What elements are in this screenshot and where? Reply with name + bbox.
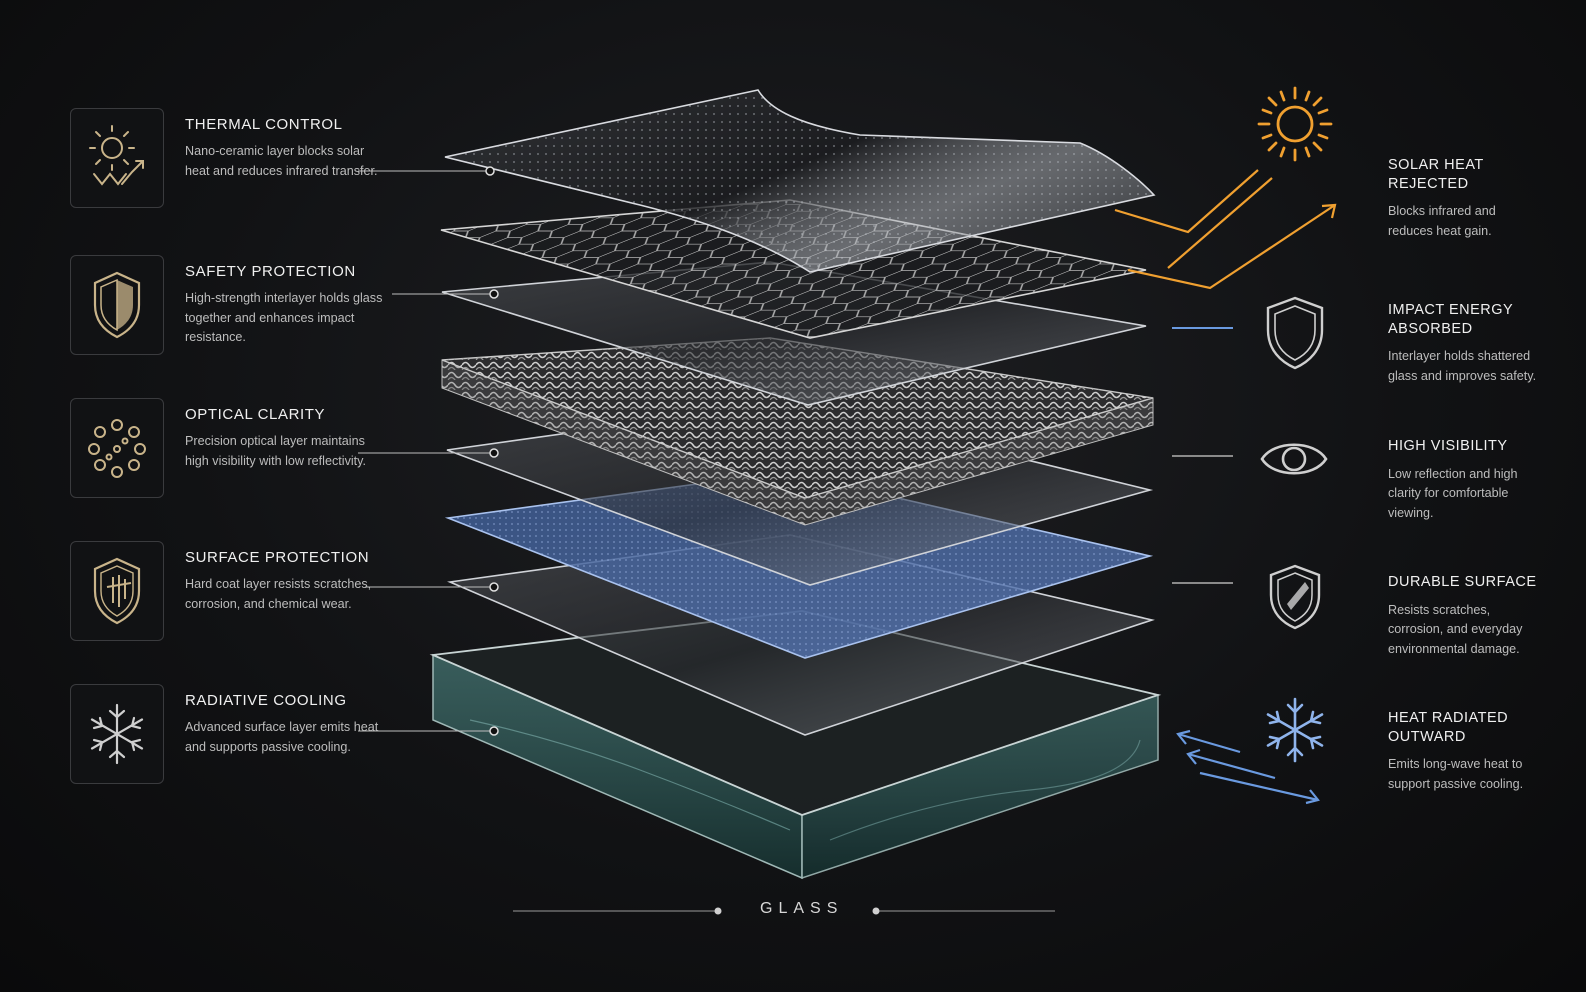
benefit-durable-surface: DURABLE SURFACE Resists scratches, corro… (1388, 573, 1568, 659)
shield-icon (70, 255, 164, 355)
feature-thermal-control: THERMAL CONTROL Nano-ceramic layer block… (70, 108, 470, 218)
snowflake-icon (70, 684, 164, 784)
benefit-desc: Low reflection and high clarity for comf… (1388, 466, 1518, 520)
benefit-title: SOLAR HEAT REJECTED (1388, 157, 1484, 192)
benefit-desc: Resists scratches, corrosion, and everyd… (1388, 602, 1523, 656)
benefit-solar-heat-rejected: SOLAR HEAT REJECTED Blocks infrared and … (1388, 156, 1568, 241)
feature-desc: High-strength interlayer holds glass tog… (185, 291, 383, 344)
feature-title: RADIATIVE COOLING (185, 692, 347, 709)
benefit-heat-radiated-outward: HEAT RADIATED OUTWARD Emits long-wave he… (1388, 709, 1568, 794)
feature-desc: Precision optical layer maintains high v… (185, 434, 367, 468)
layer-top-texture (445, 90, 1154, 272)
eye-icon (1258, 432, 1330, 486)
feature-title: THERMAL CONTROL (185, 116, 343, 133)
shield-lines-icon (70, 541, 164, 641)
feature-optical-clarity: OPTICAL CLARITY Precision optical layer … (70, 398, 470, 508)
feature-desc: Hard coat layer resists scratches, corro… (185, 577, 372, 611)
feature-safety-protection: SAFETY PROTECTION High-strength interlay… (70, 255, 470, 365)
benefit-title: HIGH VISIBILITY (1388, 438, 1508, 454)
dots-ring-icon (70, 398, 164, 498)
layer-hex-texture (441, 200, 1146, 338)
sun-icon (1255, 84, 1335, 164)
benefit-title: IMPACT ENERGY ABSORBED (1388, 302, 1513, 337)
glass-base-label: GLASS (760, 900, 844, 917)
sun-heat-icon (70, 108, 164, 208)
layer-mesh-slab (441, 337, 1154, 526)
snowflake-icon (1262, 695, 1328, 765)
solar-reflection-arrows (1114, 169, 1337, 290)
benefit-title: HEAT RADIATED OUTWARD (1388, 710, 1509, 745)
benefit-desc: Interlayer holds shattered glass and imp… (1388, 349, 1537, 383)
feature-surface-protection: SURFACE PROTECTION Hard coat layer resis… (70, 541, 470, 651)
feature-title: SAFETY PROTECTION (185, 263, 356, 280)
heat-radiated-arrows (1176, 729, 1320, 805)
shield-slash-icon (1265, 560, 1325, 634)
benefit-desc: Blocks infrared and reduces heat gain. (1388, 204, 1496, 238)
leader-lines-left (358, 170, 494, 732)
leader-dots (485, 166, 499, 736)
feature-title: SURFACE PROTECTION (185, 549, 370, 566)
benefit-impact-energy-absorbed: IMPACT ENERGY ABSORBED Interlayer holds … (1388, 301, 1568, 386)
benefit-high-visibility: HIGH VISIBILITY Low reflection and high … (1388, 437, 1568, 523)
benefit-title: DURABLE SURFACE (1388, 574, 1537, 590)
shield-outline-icon (1262, 292, 1328, 372)
benefit-desc: Emits long-wave heat to support passive … (1388, 757, 1524, 791)
glass-label-lines (513, 907, 1055, 915)
feature-title: OPTICAL CLARITY (185, 406, 326, 423)
feature-desc: Nano-ceramic layer blocks solar heat and… (185, 144, 378, 178)
feature-radiative-cooling: RADIATIVE COOLING Advanced surface layer… (70, 684, 470, 794)
feature-desc: Advanced surface layer emits heat and su… (185, 720, 379, 754)
